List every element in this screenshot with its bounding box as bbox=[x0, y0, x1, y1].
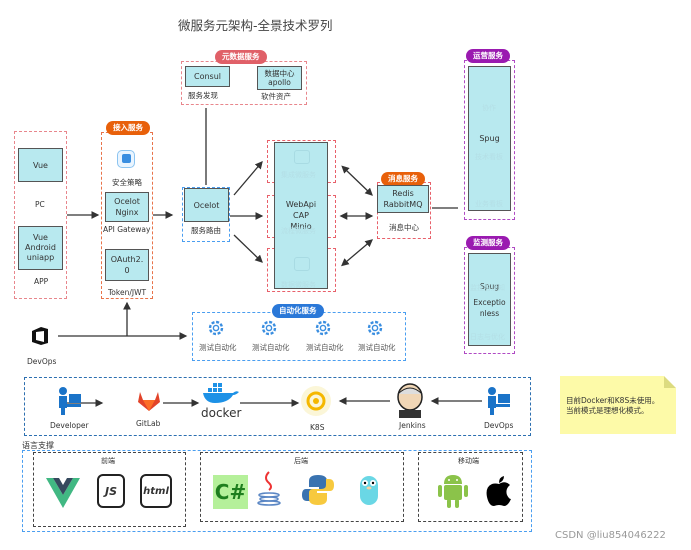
routing-label: 服务路由 bbox=[191, 226, 221, 235]
jenkins-label: Jenkins bbox=[399, 421, 426, 430]
security-policy-icon bbox=[117, 150, 135, 168]
docker-label: docker bbox=[201, 406, 242, 420]
html-icon: html bbox=[140, 474, 172, 508]
csharp-icon: C# bbox=[213, 475, 248, 509]
java-icon bbox=[255, 470, 283, 506]
developer-label: Developer bbox=[50, 421, 89, 430]
apple-icon bbox=[485, 475, 513, 507]
javascript-icon: JS bbox=[97, 474, 125, 508]
monitor-notify-faint-label: 监控与通知 bbox=[470, 284, 505, 292]
gear-icon bbox=[313, 318, 333, 338]
spug-exceptionless-box[interactable]: Spug Exceptio nless bbox=[468, 253, 511, 346]
data-faint-label: 数据微服务 bbox=[281, 281, 316, 289]
process-faint-label: 流程微服务 bbox=[281, 227, 316, 235]
azure-devops-icon bbox=[29, 325, 51, 347]
apollo-label: 软件资产 bbox=[261, 92, 291, 101]
arrow-data-message bbox=[341, 239, 373, 267]
note-line-1: 目前Docker和K8S未使用。 bbox=[566, 396, 660, 405]
data-icon bbox=[294, 257, 310, 271]
gear-icon bbox=[206, 318, 226, 338]
pc-label: PC bbox=[35, 200, 45, 209]
business-board-faint-label: 业务看板 bbox=[475, 200, 503, 208]
frontend-title: 前端 bbox=[101, 457, 115, 465]
backend-title: 后端 bbox=[294, 457, 308, 465]
arrow-routing-to-data bbox=[233, 234, 263, 263]
automation-item-label: 测试自动化 bbox=[199, 343, 237, 352]
metadata-service-badge: 元数据服务 bbox=[215, 50, 267, 64]
automation-item-label: 测试自动化 bbox=[252, 343, 290, 352]
note-line-2: 当前模式是理想化模式。 bbox=[566, 406, 649, 415]
python-icon bbox=[301, 473, 335, 507]
gitlab-icon bbox=[137, 391, 161, 411]
arrow-routing-to-integration bbox=[233, 161, 263, 196]
backend-group bbox=[200, 452, 404, 522]
ops-service-badge: 运营服务 bbox=[466, 49, 510, 63]
app-label: APP bbox=[34, 277, 49, 286]
access-service-badge: 接入服务 bbox=[106, 121, 150, 135]
gear-icon bbox=[365, 318, 385, 338]
k8s-label: K8S bbox=[310, 423, 325, 432]
mobile-title: 移动端 bbox=[458, 457, 479, 465]
consul-box[interactable]: Consul bbox=[185, 66, 230, 87]
devops-pipeline-label: DevOps bbox=[484, 421, 514, 430]
android-icon bbox=[437, 473, 469, 509]
automation-item-label: 测试自动化 bbox=[306, 343, 344, 352]
clients-group bbox=[14, 131, 67, 299]
mobile-group bbox=[418, 452, 523, 522]
oauth-box[interactable]: OAuth2.0 bbox=[105, 249, 149, 281]
routing-group bbox=[182, 187, 230, 242]
jenkins-icon bbox=[393, 382, 427, 418]
security-policy-label: 安全策略 bbox=[112, 178, 142, 187]
automation-item-label: 测试自动化 bbox=[358, 343, 396, 352]
devops-left-label: DevOps bbox=[27, 357, 57, 366]
api-gateway-label: API Gateway bbox=[103, 225, 151, 234]
language-support-group bbox=[22, 450, 532, 532]
microservices-box[interactable]: WebApi CAP Minio bbox=[274, 142, 328, 289]
language-support-title: 语言支撑 bbox=[22, 441, 54, 450]
integration-faint-label: 集成微服务 bbox=[281, 171, 316, 179]
gitlab-label: GitLab bbox=[136, 419, 161, 428]
pipeline-group bbox=[24, 377, 531, 436]
ocelot-routing-box[interactable]: Ocelot bbox=[184, 188, 229, 222]
watermark: CSDN @liu854046222 bbox=[555, 530, 666, 541]
log-optimize-faint-label: 日志与优化 bbox=[470, 333, 505, 341]
developer-icon bbox=[57, 386, 83, 416]
frontend-group bbox=[33, 452, 186, 527]
docker-icon bbox=[200, 382, 240, 404]
arrow-integration-message bbox=[341, 165, 373, 196]
pc-box[interactable]: Vue bbox=[18, 148, 63, 182]
gear-icon bbox=[259, 318, 279, 338]
tech-board-faint-label: 技术看板 bbox=[475, 153, 503, 161]
consul-label: 服务发现 bbox=[188, 91, 218, 100]
integration-icon bbox=[294, 150, 310, 164]
sticky-note: 目前Docker和K8S未使用。 当前模式是理想化模式。 bbox=[560, 376, 676, 434]
kubernetes-icon bbox=[301, 386, 331, 416]
automation-service-badge: 自动化服务 bbox=[272, 304, 324, 318]
token-jwt-label: Token/JWT bbox=[108, 288, 147, 297]
page-title: 微服务元架构-全景技术罗列 bbox=[178, 18, 333, 33]
collaboration-faint-label: 协作 bbox=[482, 104, 496, 112]
spug-ops-box[interactable]: Spug bbox=[468, 66, 511, 211]
monitor-service-badge: 监测服务 bbox=[466, 236, 510, 250]
devops-pipeline-icon bbox=[486, 386, 512, 416]
message-center-label: 消息中心 bbox=[389, 223, 419, 232]
golang-gopher-icon bbox=[358, 473, 380, 507]
vue-icon bbox=[46, 478, 80, 508]
message-service-badge: 消息服务 bbox=[381, 172, 425, 186]
